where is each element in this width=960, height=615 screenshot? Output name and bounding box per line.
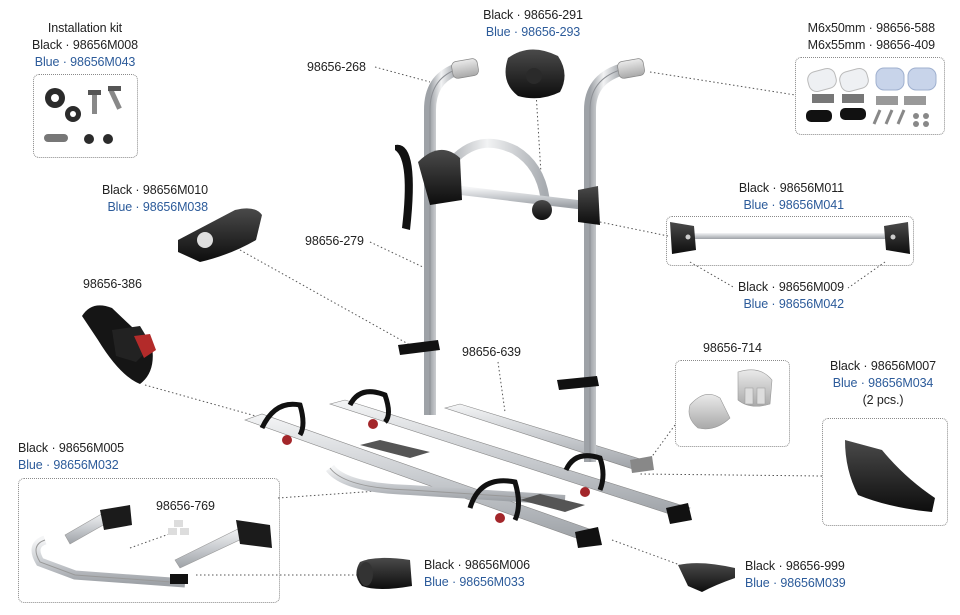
installation-kit-title: Installation kit <box>47 21 123 35</box>
knob-blue: Blue · 98656-293 <box>485 25 581 39</box>
clamp-m010-blue: Blue · 98656M038 <box>107 200 208 214</box>
installation-kit-parts <box>44 86 122 144</box>
cap-m006-label: Black · 98656M006 Blue · 98656M033 <box>424 557 530 591</box>
bar-m011-blue: Blue · 98656M041 <box>743 198 844 212</box>
clamp-m010-black: Black · 98656M010 <box>101 183 208 197</box>
screws-line2: M6x55mm · 98656-409 <box>807 38 935 52</box>
end-999-label: Black · 98656-999 Blue · 98656M039 <box>745 558 846 592</box>
cap-m006-black: Black · 98656M006 <box>424 558 531 572</box>
knob-label: Black · 98656-291 Blue · 98656-293 <box>468 7 598 41</box>
bar-m009-blue: Blue · 98656M042 <box>743 297 844 311</box>
cross-bar-part <box>670 222 910 254</box>
clamp-m010-label: Black · 98656M010 Blue · 98656M038 <box>80 182 208 216</box>
cross-bar-box <box>666 216 914 266</box>
rack-assembly <box>244 58 692 548</box>
part-769-label: 98656-769 <box>156 499 215 513</box>
end-caps-714-box <box>675 360 790 447</box>
installation-kit-label: Installation kit Black · 98656M008 Blue … <box>25 20 145 71</box>
installation-kit-blue: Blue · 98656M043 <box>34 55 136 69</box>
end-piece-m007-part <box>845 440 935 512</box>
part-714-label: 98656-714 <box>703 341 762 355</box>
end-caps-714-parts <box>688 369 773 430</box>
frame-m005-blue: Blue · 98656M032 <box>18 458 119 472</box>
end-m007-note: (2 pcs.) <box>862 393 904 407</box>
end-999-black: Black · 98656-999 <box>745 559 845 573</box>
part-639-label: 98656-639 <box>462 345 521 359</box>
upright-left <box>424 64 458 415</box>
installation-kit-box <box>33 74 138 158</box>
knob-black: Black · 98656-291 <box>483 8 583 22</box>
screw-set-parts <box>806 67 937 127</box>
bar-m011-black: Black · 98656M011 <box>738 181 844 195</box>
end-piece-m007-box <box>822 418 948 526</box>
knob-part <box>505 49 565 99</box>
bar-m009-black: Black · 98656M009 <box>737 280 844 294</box>
bar-m011-label: Black · 98656M011 Blue · 98656M041 <box>720 180 844 214</box>
end-m007-blue: Blue · 98656M034 <box>832 376 934 390</box>
leader-lines <box>129 66 886 576</box>
rail-middle <box>443 403 651 471</box>
frame-m005-box <box>18 478 280 603</box>
end-m007-label: Black · 98656M007 Blue · 98656M034 (2 pc… <box>818 358 948 409</box>
frame-m005-label: Black · 98656M005 Blue · 98656M032 <box>18 440 124 474</box>
frame-m005-part <box>31 505 272 588</box>
installation-kit-black: Black · 98656M008 <box>31 38 138 52</box>
end-piece-999-part <box>678 563 735 592</box>
screws-label: M6x50mm · 98656-588 M6x55mm · 98656-409 <box>780 20 935 54</box>
end-m007-black: Black · 98656M007 <box>829 359 936 373</box>
clamp-part <box>178 208 262 262</box>
bar-m009-label: Black · 98656M009 Blue · 98656M042 <box>720 279 844 313</box>
part-386-label: 98656-386 <box>83 277 142 291</box>
screws-line1: M6x50mm · 98656-588 <box>807 21 935 35</box>
part-279-label: 98656-279 <box>305 234 364 248</box>
frame-m005-black: Black · 98656M005 <box>18 441 125 455</box>
strap-part <box>82 305 156 384</box>
upright-right <box>584 64 623 462</box>
cap-m006-part <box>356 557 412 589</box>
end-999-blue: Blue · 98656M039 <box>745 576 846 590</box>
cap-m006-blue: Blue · 98656M033 <box>424 575 525 589</box>
part-268-label: 98656-268 <box>307 60 366 74</box>
screw-set-box <box>795 57 945 135</box>
